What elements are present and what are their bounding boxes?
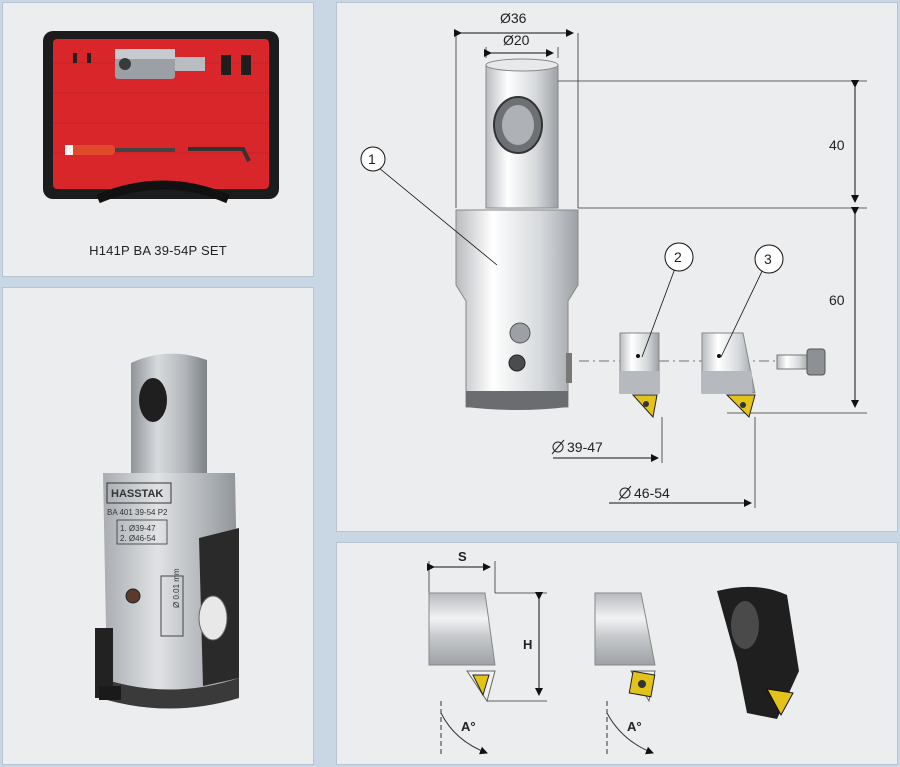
dim-outer-diameter: Ø36	[500, 10, 527, 26]
scale-engraving: Ø 0.01 mm	[172, 568, 181, 608]
tool-holder	[95, 628, 113, 698]
adjust-screw	[125, 588, 141, 604]
range-small: 39-47	[567, 439, 603, 455]
hex-key	[188, 147, 251, 162]
dim-body-length: 60	[829, 292, 845, 308]
case-set-image	[43, 31, 279, 204]
case-handle	[96, 180, 230, 204]
dim-inner-diameter: Ø20	[503, 32, 530, 48]
model-engraving: BA 401 39-54 P2	[107, 508, 168, 517]
insert-a-icon	[472, 674, 490, 697]
cutter-holder	[221, 55, 231, 75]
callout-2: 2	[674, 249, 682, 265]
label-angle-1: A°	[461, 719, 476, 734]
label-angle-2: A°	[627, 719, 642, 734]
small-screw	[87, 53, 91, 63]
holder-a	[428, 592, 496, 666]
technical-drawing: Ø36 Ø20 40 60 1 2 3	[360, 10, 867, 508]
insert-holders-panel: S H A° A°	[336, 542, 898, 765]
insert-holders-drawing: S H A° A°	[427, 549, 799, 755]
boring-head-photo-panel: HASSTAK BA 401 39-54 P2 1. Ø39-47 2. Ø46…	[2, 287, 314, 765]
range1-engraving: 1. Ø39-47	[120, 524, 156, 533]
holder-b	[594, 592, 656, 666]
dial-icon	[198, 595, 228, 641]
range-large: 46-54	[634, 485, 670, 501]
cutter-holder	[241, 55, 251, 75]
range2-engraving: 2. Ø46-54	[120, 534, 156, 543]
callout-1: 1	[368, 151, 376, 167]
small-screw	[73, 53, 77, 63]
boring-head-photo: HASSTAK BA 401 39-54 P2 1. Ø39-47 2. Ø46…	[95, 353, 239, 709]
diameter-icon	[551, 439, 565, 455]
callout-3: 3	[764, 251, 772, 267]
body-drawing	[455, 209, 579, 408]
label-h: H	[523, 637, 532, 652]
brand-engraving: HASSTAK	[111, 488, 163, 500]
case-caption: H141P BA 39-54P SET	[89, 243, 227, 258]
diameter-icon	[618, 485, 632, 501]
shank-hole	[139, 378, 167, 422]
dim-shank-length: 40	[829, 137, 845, 153]
clamp-screw	[776, 354, 810, 370]
technical-drawing-panel: Ø36 Ø20 40 60 1 2 3	[336, 2, 898, 532]
label-s: S	[458, 549, 467, 564]
scale-box	[160, 575, 184, 637]
case-set-panel: H141P BA 39-54P SET	[2, 2, 314, 277]
holder-photo-insert-icon	[766, 688, 794, 717]
screwdriver	[65, 145, 115, 155]
